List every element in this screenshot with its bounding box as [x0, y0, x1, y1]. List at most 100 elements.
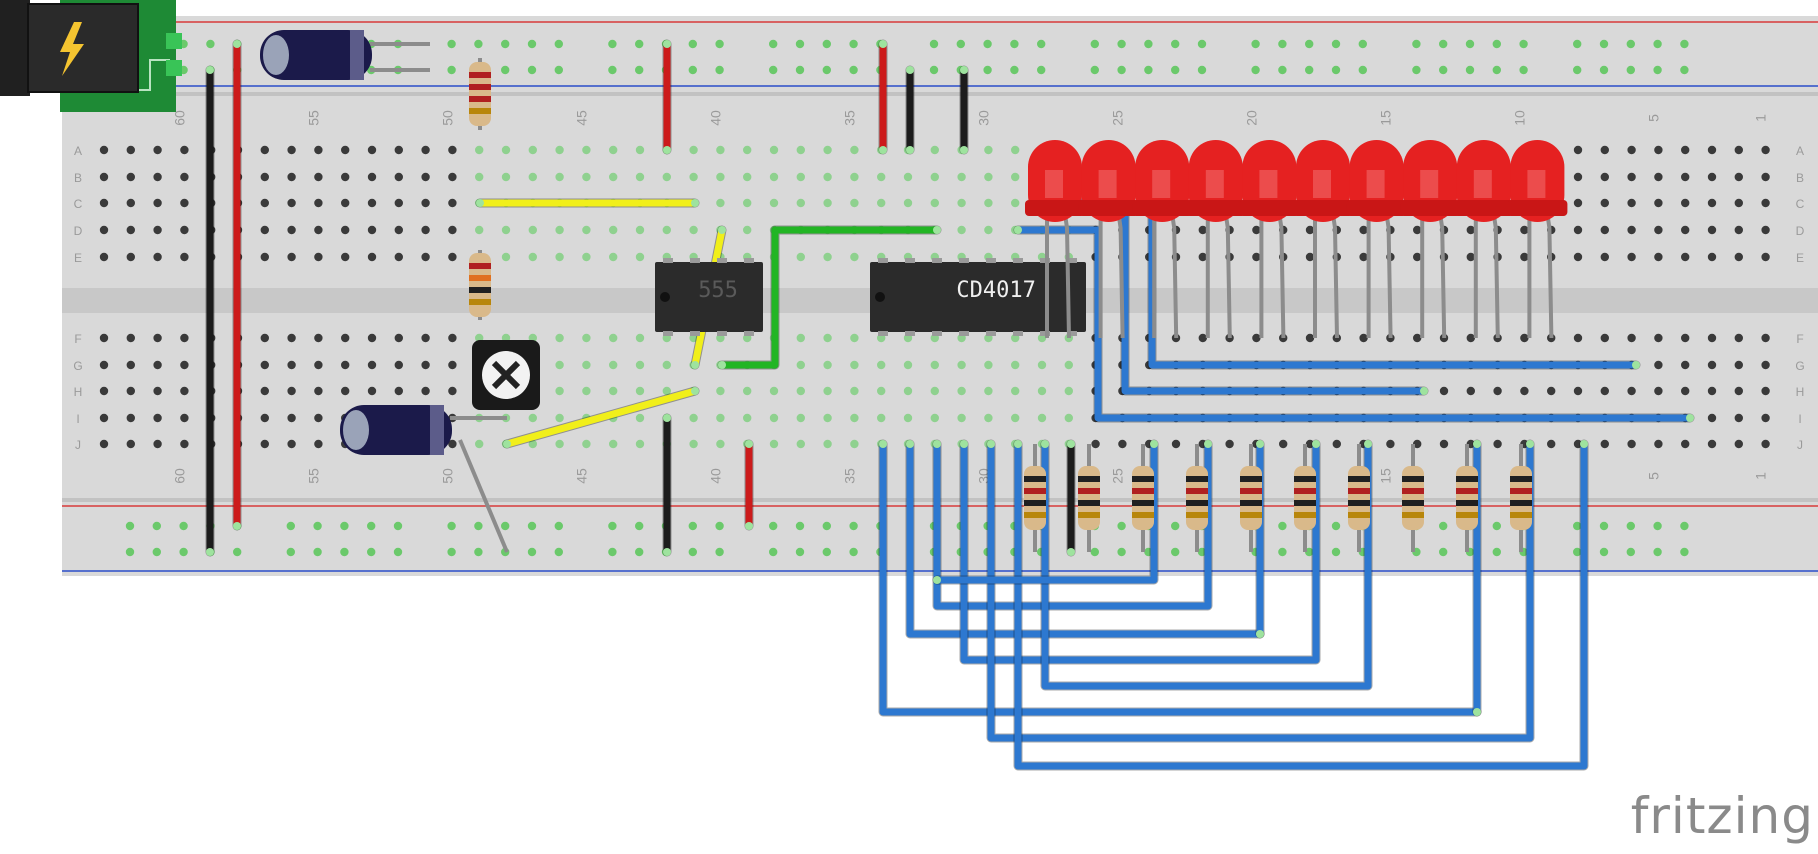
- rail-hole: [1090, 65, 1100, 75]
- hole: [367, 360, 377, 370]
- hole: [1332, 439, 1342, 449]
- hole: [796, 439, 805, 449]
- rail-hole: [688, 39, 697, 49]
- hole: [341, 333, 350, 343]
- hole: [180, 360, 189, 370]
- rail-hole: [688, 547, 697, 557]
- hole: [1037, 360, 1047, 370]
- wire-blue-out-8-end: [1150, 440, 1158, 448]
- hole: [823, 386, 832, 396]
- hole: [1734, 252, 1744, 262]
- hole: [1466, 225, 1476, 235]
- led-resistor-4: [1186, 444, 1208, 552]
- rail-hole: [1626, 521, 1636, 531]
- hole: [528, 413, 537, 423]
- column-number: 45: [573, 468, 589, 484]
- led-die: [1420, 170, 1439, 198]
- hole: [1493, 386, 1502, 396]
- wire-blue-out-4-end: [960, 440, 968, 448]
- led-resistor-2-band: [1078, 500, 1100, 506]
- hole: [341, 145, 350, 155]
- hole: [823, 333, 832, 343]
- wire-yellow-diagonal-end: [691, 361, 699, 369]
- hole: [126, 439, 135, 449]
- wire-blue-out-6: [1014, 440, 1588, 770]
- hole: [582, 439, 591, 449]
- rail-hole: [635, 547, 644, 557]
- hole: [1734, 198, 1744, 208]
- rail-hole: [474, 39, 483, 49]
- hole: [555, 413, 564, 423]
- wire-blue-out-2: [906, 440, 1264, 638]
- hole: [126, 252, 135, 262]
- wire-blue-out-7-end: [1364, 440, 1372, 448]
- hole: [394, 172, 403, 182]
- rail-hole: [367, 547, 376, 557]
- hole: [1761, 333, 1770, 343]
- rail-hole: [929, 39, 939, 49]
- rail-hole: [340, 547, 349, 557]
- hole: [850, 386, 859, 396]
- led-resistor-10-band: [1510, 512, 1532, 518]
- wire-blue-out-4: [960, 440, 1320, 664]
- rail-hole: [1037, 39, 1046, 49]
- hole: [153, 145, 162, 155]
- hole: [769, 198, 779, 208]
- hole: [260, 198, 269, 208]
- hole: [1439, 439, 1449, 449]
- rail-hole: [1680, 521, 1689, 531]
- chip-cd4017-pin: [1067, 331, 1077, 336]
- hole: [394, 386, 403, 396]
- wire-blue-top-3: [1014, 226, 1694, 422]
- hole: [716, 145, 725, 155]
- rail-hole: [1492, 521, 1502, 531]
- rail-hole: [956, 39, 965, 49]
- hole: [1439, 386, 1449, 396]
- hole: [957, 198, 966, 208]
- led-6: [1293, 140, 1353, 339]
- rail-hole: [393, 547, 403, 557]
- hole: [796, 252, 805, 262]
- chip-555-label: 555: [698, 278, 738, 303]
- hole: [287, 439, 296, 449]
- hole: [180, 413, 189, 423]
- led-resistor-2-band: [1078, 476, 1100, 482]
- chip-555-pin: [717, 331, 727, 336]
- hole: [421, 386, 430, 396]
- row-letter: J: [1797, 438, 1803, 452]
- hole: [1681, 145, 1690, 155]
- led-resistor-5-band: [1240, 488, 1262, 494]
- rail-hole: [715, 547, 724, 557]
- hole: [448, 172, 457, 182]
- hole: [1654, 252, 1663, 262]
- hole: [1600, 386, 1610, 396]
- led-rim: [1239, 200, 1300, 216]
- hole: [1413, 439, 1422, 449]
- rail-hole: [1010, 65, 1019, 75]
- rail-hole: [179, 547, 188, 557]
- hole: [1305, 333, 1315, 343]
- rail-hole: [1171, 39, 1180, 49]
- led-1: [1025, 140, 1085, 339]
- rail-hole: [1358, 65, 1368, 75]
- rail-hole: [1010, 39, 1019, 49]
- resistor-r1-band: [469, 84, 491, 90]
- hole: [823, 145, 832, 155]
- hole: [1573, 386, 1583, 396]
- wire-black-gnd-555-end: [663, 548, 671, 556]
- rail-hole: [1492, 65, 1502, 75]
- column-number: 30: [975, 110, 991, 126]
- rail-hole: [715, 521, 724, 531]
- wire-blue-out-2-end: [906, 440, 914, 448]
- led-die: [1152, 170, 1171, 198]
- hole: [555, 360, 564, 370]
- hole: [609, 225, 618, 235]
- capacitor-bottom-end: [343, 410, 369, 450]
- rail-hole: [769, 65, 778, 75]
- rail-hole: [527, 547, 537, 557]
- hole: [609, 439, 618, 449]
- hole: [1359, 252, 1368, 262]
- hole: [1573, 252, 1583, 262]
- led-resistor-8: [1402, 444, 1424, 552]
- hole: [555, 386, 564, 396]
